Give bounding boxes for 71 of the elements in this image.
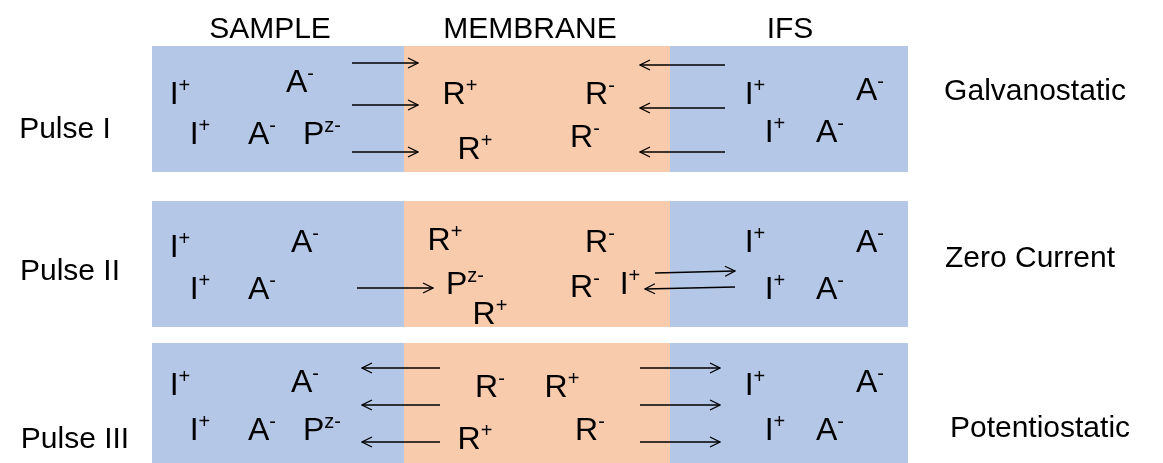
ion-label: I$^{+}$ — [169, 75, 191, 109]
membrane-region — [404, 343, 670, 463]
ion-label: R$^{-}$ — [585, 223, 615, 257]
ion-label: A$^{-}$ — [816, 270, 844, 304]
ion-label: I$^{+}$ — [744, 366, 766, 400]
ion-label: A$^{-}$ — [248, 115, 276, 149]
arrow — [639, 362, 721, 374]
ion-label: A$^{-}$ — [291, 223, 319, 257]
ion-label: I$^{+}$ — [764, 270, 786, 304]
ion-label: R$^{+}$ — [442, 75, 478, 109]
arrow — [639, 146, 726, 158]
mode-label: Zero Current — [944, 242, 1116, 272]
column-heading: SAMPLE — [209, 13, 331, 43]
solution-region — [152, 201, 404, 327]
solution-region — [670, 201, 908, 327]
ion-label: A$^{-}$ — [856, 223, 884, 257]
ion-label: R$^{+}$ — [457, 420, 493, 454]
arrow — [654, 265, 736, 277]
arrow — [351, 146, 419, 158]
ion-label: I$^{+}$ — [744, 75, 766, 109]
ion-label: A$^{-}$ — [291, 363, 319, 397]
arrow — [351, 57, 419, 69]
ion-label: I$^{+}$ — [764, 411, 786, 445]
ion-label: A$^{-}$ — [248, 411, 276, 445]
row-label: Pulse II — [19, 255, 121, 285]
column-heading: MEMBRANE — [443, 13, 617, 43]
ion-label: A$^{-}$ — [856, 71, 884, 105]
ion-label: I$^{+}$ — [169, 228, 191, 262]
arrow — [361, 399, 441, 411]
ion-label: I$^{+}$ — [744, 223, 766, 257]
ion-label: I$^{+}$ — [169, 366, 191, 400]
arrow — [361, 362, 441, 374]
arrow — [356, 282, 434, 294]
solution-region — [152, 46, 404, 172]
ion-label: I$^{+}$ — [189, 270, 211, 304]
ion-label: R$^{+}$ — [544, 368, 580, 402]
ion-label: A$^{-}$ — [816, 411, 844, 445]
ion-label: R$^{+}$ — [457, 130, 493, 164]
ion-label: R$^{-}$ — [570, 118, 600, 152]
column-heading: IFS — [766, 13, 814, 43]
solution-region — [152, 343, 404, 463]
ion-label: P$^{z-}$ — [303, 115, 341, 149]
ion-label: R$^{-}$ — [475, 368, 505, 402]
ion-label: I$^{+}$ — [189, 115, 211, 149]
ion-label: A$^{-}$ — [856, 363, 884, 397]
ion-label: A$^{-}$ — [286, 63, 314, 97]
mode-label: Potentiostatic — [949, 412, 1131, 442]
ion-label: R$^{-}$ — [585, 75, 615, 109]
ion-label: I$^{+}$ — [619, 265, 641, 299]
ion-label: R$^{-}$ — [570, 268, 600, 302]
arrow — [639, 102, 726, 114]
membrane-region — [404, 46, 670, 172]
ion-label: P$^{z-}$ — [303, 411, 341, 445]
arrow — [639, 399, 721, 411]
solution-region — [670, 46, 908, 172]
membrane-region — [404, 201, 670, 327]
solution-region — [670, 343, 908, 463]
row-label: Pulse III — [20, 423, 130, 453]
arrow — [639, 59, 726, 71]
arrow — [644, 283, 736, 295]
ion-label: R$^{-}$ — [575, 411, 605, 445]
ion-label: I$^{+}$ — [189, 411, 211, 445]
arrow — [351, 99, 419, 111]
ion-label: R$^{+}$ — [427, 221, 463, 255]
ion-label: A$^{-}$ — [248, 270, 276, 304]
mode-label: Galvanostatic — [944, 75, 1126, 105]
arrow — [639, 436, 721, 448]
ion-label: I$^{+}$ — [764, 113, 786, 147]
ion-label: A$^{-}$ — [816, 113, 844, 147]
row-label: Pulse I — [19, 113, 111, 143]
arrow — [361, 436, 441, 448]
